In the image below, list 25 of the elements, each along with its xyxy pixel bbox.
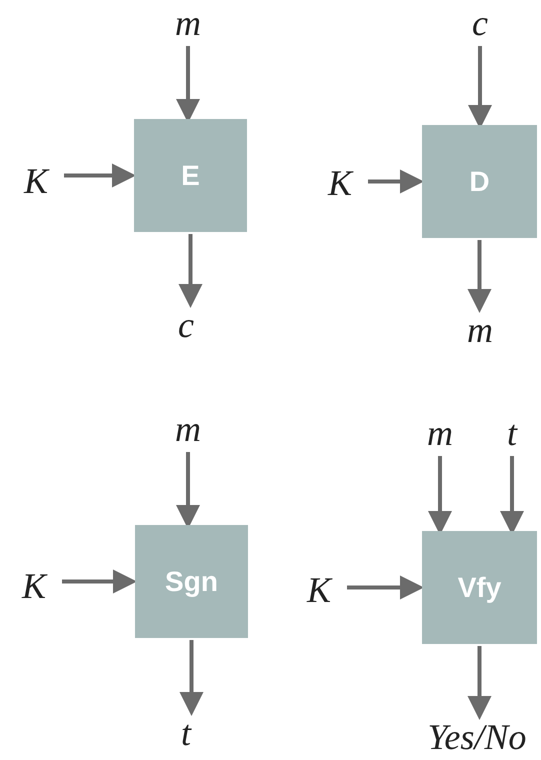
variable-label: Yes/No <box>418 716 536 758</box>
variable-label: K <box>14 160 58 202</box>
variable-label: K <box>12 565 56 607</box>
arrow <box>180 640 204 716</box>
process-box: D <box>422 125 537 238</box>
process-box: Vfy <box>422 531 537 644</box>
process-box: Sgn <box>135 525 248 638</box>
arrow <box>178 234 202 308</box>
arrow <box>368 170 424 194</box>
variable-label: m <box>168 408 208 450</box>
variable-label: t <box>166 712 206 754</box>
variable-label: m <box>168 2 208 44</box>
arrow <box>62 570 137 594</box>
variable-label: m <box>420 412 460 454</box>
arrow <box>64 164 136 188</box>
variable-label: c <box>166 304 206 346</box>
arrow <box>468 646 492 720</box>
process-box: E <box>134 119 247 232</box>
variable-label: K <box>297 569 341 611</box>
arrow <box>468 240 492 313</box>
variable-label: c <box>460 2 500 44</box>
variable-label: t <box>492 412 532 454</box>
arrow <box>347 576 424 600</box>
variable-label: m <box>460 309 500 351</box>
variable-label: K <box>318 162 362 204</box>
